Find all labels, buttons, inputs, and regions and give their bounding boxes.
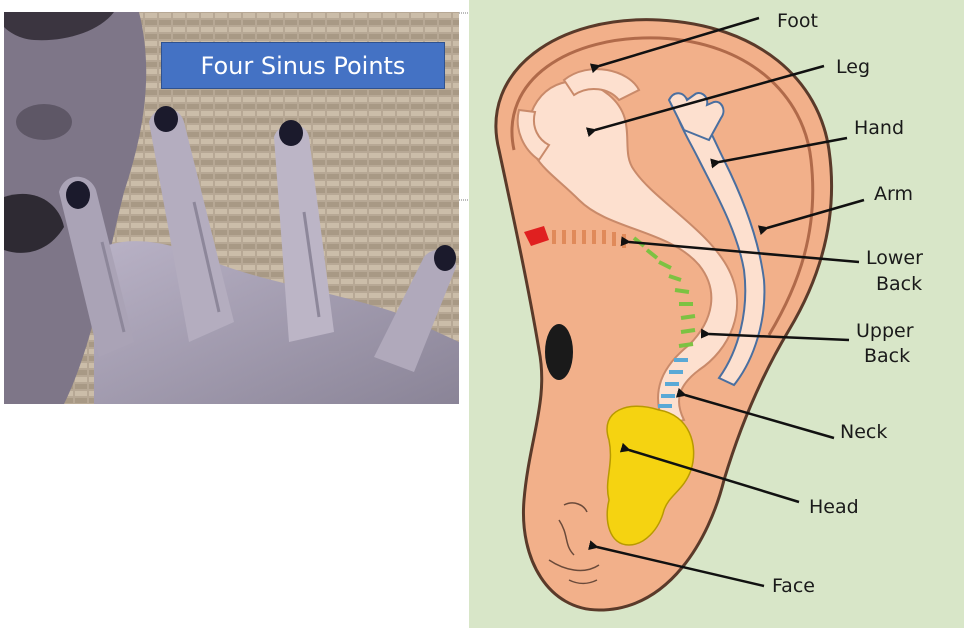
caption-box: Four Sinus Points — [161, 42, 445, 89]
label-upper-back-2: Back — [864, 345, 910, 367]
skull-head — [606, 405, 695, 546]
fingertip-point-1 — [66, 181, 90, 209]
ear-canal — [545, 324, 573, 380]
label-lower-back-1: Lower — [866, 247, 923, 269]
arrow-upper-back — [700, 328, 850, 342]
fetus-leg — [562, 68, 641, 102]
arrow-head — [619, 442, 800, 504]
label-lower-back-2: Back — [876, 273, 922, 295]
face-sketch — [548, 502, 600, 585]
label-head: Head — [809, 496, 859, 518]
arrow-face — [588, 540, 765, 588]
label-arm: Arm — [874, 183, 913, 205]
spine-upper-back — [632, 236, 696, 348]
arrow-neck — [675, 387, 835, 440]
ear-reflexology-diagram: Foot Leg Hand Arm Lower Back Upper Back … — [469, 0, 964, 628]
label-neck: Neck — [840, 421, 887, 443]
label-upper-back-1: Upper — [856, 320, 914, 342]
fetus-body — [527, 80, 738, 427]
arrow-hand — [710, 136, 848, 169]
arrow-foot — [589, 16, 760, 74]
label-foot: Foot — [777, 10, 818, 32]
label-hand: Hand — [854, 117, 904, 139]
fingertip-point-4 — [434, 245, 456, 271]
arrow-lower-back — [620, 236, 860, 264]
spine-neck — [658, 358, 688, 408]
label-face: Face — [772, 575, 815, 597]
arrow-arm — [757, 198, 865, 236]
label-leg: Leg — [836, 56, 870, 78]
hand-photo: Four Sinus Points — [4, 12, 459, 404]
red-marker — [524, 226, 549, 246]
arrow-leg — [585, 64, 825, 137]
caption-text: Four Sinus Points — [200, 51, 406, 80]
fingertip-point-3 — [279, 120, 303, 146]
divider-marks — [459, 12, 469, 201]
fingertip-point-2 — [154, 106, 178, 132]
